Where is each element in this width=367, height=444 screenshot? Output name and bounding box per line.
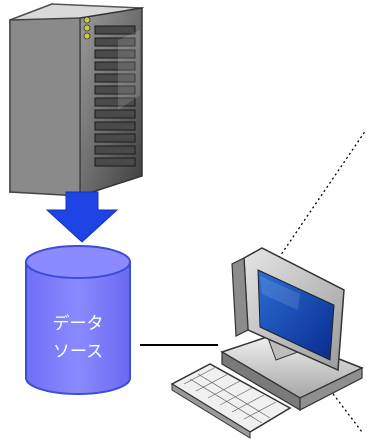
server-tower-icon (9, 2, 145, 198)
data-source-label-line2: ソース (52, 342, 104, 362)
data-source-label: データ ソース (28, 310, 128, 366)
down-arrow (45, 191, 119, 243)
data-source-label-line1: データ (52, 314, 104, 334)
dotted-line-upper (275, 129, 367, 263)
data-source-cylinder (25, 245, 131, 395)
dotted-line-lower (317, 373, 363, 433)
desktop-computer-icon (170, 247, 364, 439)
